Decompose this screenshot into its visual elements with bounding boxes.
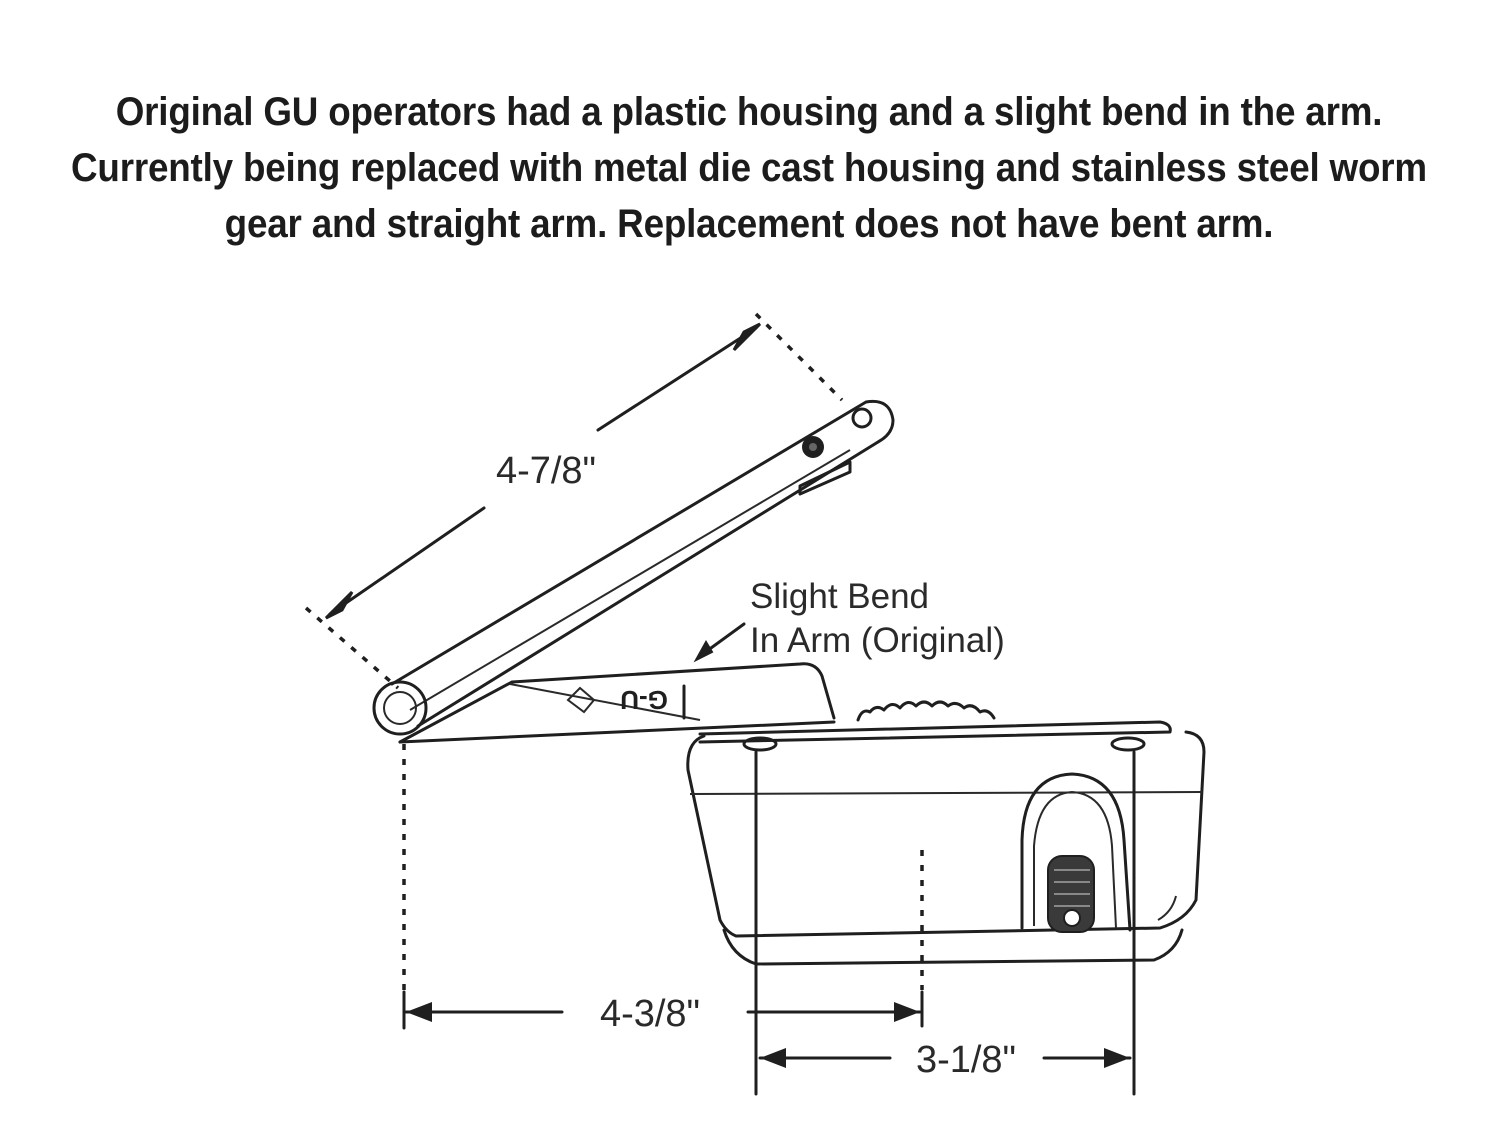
gu-logo-text: G-U — [620, 685, 668, 715]
upper-arm — [390, 399, 895, 728]
crank-spline — [1047, 855, 1095, 933]
arm-pivot — [372, 680, 428, 736]
description-line-1: Original GU operators had a plastic hous… — [115, 90, 1383, 134]
arm-length-label: 4-7/8" — [496, 450, 596, 492]
dimension-arm-length: 4-7/8" — [304, 312, 844, 690]
bend-note-line-1: Slight Bend — [750, 577, 929, 616]
gu-logo: G-U — [566, 685, 668, 715]
description-text: Original GU operators had a plastic hous… — [60, 84, 1438, 252]
mount-hole-right — [1110, 736, 1146, 752]
worm-gear — [856, 700, 996, 722]
dimension-pivot-to-center: 4-3/8" — [402, 744, 924, 1035]
pivot-to-center-label: 4-3/8" — [600, 993, 700, 1035]
lower-bent-arm — [398, 662, 836, 744]
handle-boss — [1020, 772, 1132, 932]
description-line-3: gear and straight arm. Replacement does … — [224, 202, 1274, 246]
mount-hole-left — [742, 736, 778, 752]
arm-end-hole — [851, 407, 873, 429]
mount-hole-spacing-label: 3-1/8" — [916, 1039, 1016, 1081]
bend-note-line-2: In Arm (Original) — [750, 621, 1005, 660]
description-line-2: Currently being replaced with metal die … — [71, 146, 1427, 190]
dimension-mount-holes: 3-1/8" — [754, 750, 1136, 1096]
operator-housing — [686, 700, 1206, 966]
bend-note: Slight Bend In Arm (Original) — [693, 577, 1005, 663]
